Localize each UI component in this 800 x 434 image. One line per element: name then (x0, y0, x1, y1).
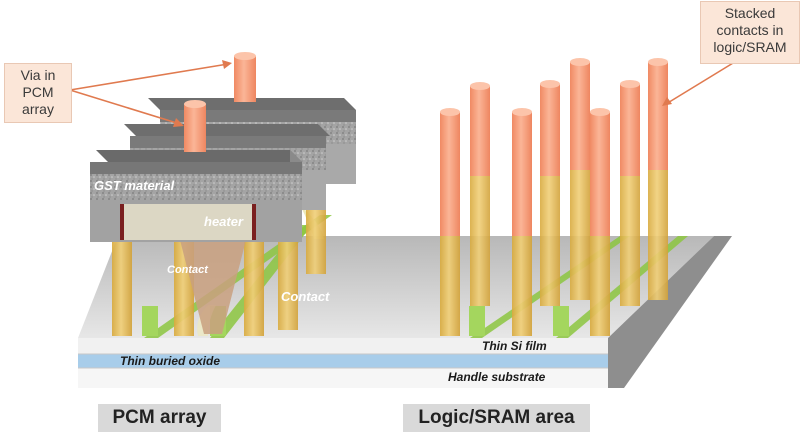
stacked-contact (648, 58, 668, 300)
stacked-callout-line: contacts in (716, 22, 784, 38)
stacked-contact (540, 80, 560, 306)
heater-label: heater (204, 214, 244, 229)
pcm-cells (90, 98, 356, 242)
stacked-contact (620, 80, 640, 306)
callout-arrows (69, 59, 739, 127)
stacked-callout-line: logic/SRAM (713, 39, 787, 55)
gst-material-layer (90, 174, 302, 200)
handle-substrate-label: Handle substrate (448, 370, 546, 384)
pcm-array-label: PCM array (98, 404, 221, 432)
thin-si-film-label: Thin Si film (482, 339, 547, 353)
via-callout-line: array (22, 101, 54, 117)
logic-sram-area-label: Logic/SRAM area (403, 404, 590, 432)
thin-buried-oxide-layer (78, 354, 608, 368)
stacked-contact (590, 108, 610, 336)
handle-substrate-layer (78, 368, 608, 388)
bottom-contact-electrode (180, 240, 246, 334)
stacked-contact (470, 82, 490, 306)
logic-stacked-contacts (440, 58, 668, 336)
via-callout: Via in PCM array (4, 63, 72, 123)
via (234, 52, 256, 102)
via-callout-line: PCM (22, 84, 54, 100)
gst-material-label: GST material (94, 178, 175, 193)
stacked-contacts-callout: Stacked contacts in logic/SRAM (700, 1, 800, 64)
contact-outer-label: Contact (281, 289, 330, 304)
pcm-vias (184, 52, 256, 152)
stacked-callout-line: Stacked (724, 5, 776, 21)
heater-block (124, 204, 252, 240)
thin-si-film-layer (78, 338, 608, 354)
slab-right-face (608, 236, 732, 388)
pcm-contact-pillars (112, 210, 326, 336)
stacked-contact (512, 108, 532, 336)
via (184, 100, 206, 152)
thin-buried-oxide-label: Thin buried oxide (120, 354, 220, 368)
pcm-cell-front (90, 150, 302, 242)
stacked-contact (440, 108, 460, 336)
contact-inner-label: Contact (167, 264, 209, 276)
stacked-contact (570, 58, 590, 300)
via-callout-line: Via in (20, 67, 56, 83)
